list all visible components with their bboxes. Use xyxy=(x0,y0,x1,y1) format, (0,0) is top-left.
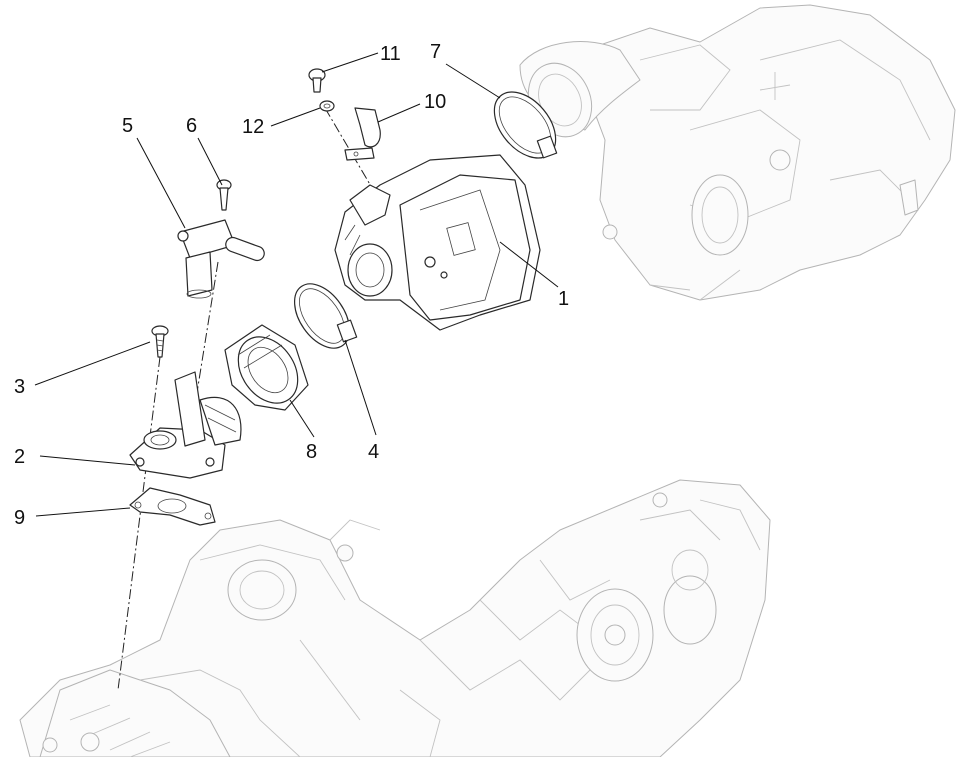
washer xyxy=(319,100,335,112)
hose-clamp-lower xyxy=(293,283,358,349)
mounting-bracket xyxy=(344,107,381,161)
manifold-gasket xyxy=(129,487,216,526)
callout-7: 7 xyxy=(430,41,441,63)
engine-crankcase-drawing xyxy=(19,479,771,757)
callout-3: 3 xyxy=(14,376,25,398)
callout-2: 2 xyxy=(14,446,25,468)
air-filter-housing-drawing xyxy=(519,4,956,301)
hose-clamp-upper xyxy=(493,91,558,159)
manifold-bolt xyxy=(151,325,169,358)
callout-8: 8 xyxy=(306,441,317,463)
callout-6: 6 xyxy=(186,115,197,137)
intake-manifold xyxy=(129,371,242,479)
callout-5: 5 xyxy=(122,115,133,137)
leader-lines xyxy=(34,52,559,517)
callout-labels: 1 2 3 4 5 6 7 8 9 10 11 12 xyxy=(14,41,569,529)
callout-12: 12 xyxy=(242,116,264,138)
callout-1: 1 xyxy=(558,288,569,310)
bracket-screw xyxy=(308,68,326,93)
throttle-body xyxy=(334,154,541,331)
injector-screw xyxy=(216,179,232,211)
fuel-injector xyxy=(177,219,265,299)
callout-4: 4 xyxy=(368,441,379,463)
callout-10: 10 xyxy=(424,91,446,113)
callout-9: 9 xyxy=(14,507,25,529)
callout-11: 11 xyxy=(380,43,401,65)
intake-sleeve xyxy=(224,324,309,411)
